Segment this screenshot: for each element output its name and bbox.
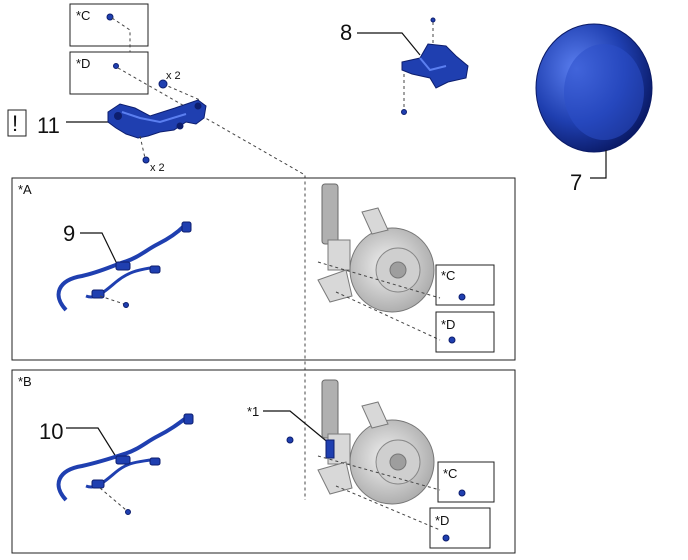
- bracket-part: [401, 43, 469, 89]
- bolt-icon: [430, 17, 436, 23]
- panel-b-frame: [11, 369, 516, 554]
- leader-line-8: [357, 32, 421, 56]
- inset-label-d-top: *D: [76, 56, 90, 71]
- nut-icon: [458, 293, 466, 301]
- panel-a-frame: [11, 177, 516, 361]
- leader-line-9: [80, 232, 119, 267]
- nut-x2-group: x 2: [142, 156, 165, 174]
- callout-9: 9: [63, 221, 75, 246]
- bolt-icon: [113, 63, 119, 69]
- tire-part: [535, 23, 653, 153]
- callout-star1: *1: [247, 404, 259, 419]
- inset-box-c-panel-a: *C: [435, 264, 495, 306]
- inset-label-c-panel-b: *C: [443, 466, 457, 481]
- panel-a-label: *A: [18, 182, 32, 197]
- inset-box-d-top: *D: [69, 51, 149, 95]
- dashed-guide: [335, 291, 441, 341]
- nut-quantity: x 2: [150, 162, 165, 174]
- clip-icon: [125, 509, 131, 515]
- knuckle-assembly-b: [317, 379, 435, 505]
- panel-b-label: *B: [18, 374, 32, 389]
- callout-11: 11: [37, 113, 60, 138]
- bolt-icon: [158, 79, 168, 89]
- inset-label-d-panel-a: *D: [441, 317, 455, 332]
- inset-box-d-panel-a: *D: [435, 311, 495, 353]
- callout-10: 10: [39, 419, 63, 444]
- callout-7: 7: [570, 170, 582, 195]
- nut-icon: [458, 489, 466, 497]
- dashed-guide: [335, 485, 441, 531]
- speed-sensor-harness-b: [56, 413, 194, 502]
- nut-icon: [142, 156, 150, 164]
- leader-line-7: [590, 150, 607, 179]
- bolt-x2-group: x 2: [158, 70, 181, 89]
- nut-icon: [106, 13, 114, 21]
- dashed-guide: [99, 295, 125, 305]
- bolt-icon: [286, 436, 294, 444]
- knuckle-assembly-a: [317, 183, 435, 313]
- leader-line-star1: [263, 410, 331, 445]
- dashed-guide: [139, 135, 146, 159]
- inset-box-d-panel-b: *D: [429, 507, 491, 549]
- bolt-icon: [442, 534, 450, 542]
- speed-sensor-harness-a: [56, 221, 192, 312]
- dashed-guide: [162, 83, 201, 101]
- bolt-icon: [448, 336, 456, 344]
- callout-8: 8: [340, 20, 352, 45]
- leader-line-10: [66, 427, 119, 461]
- clip-icon: [123, 302, 129, 308]
- bolt-quantity: x 2: [166, 70, 181, 82]
- caution-symbol: !: [12, 111, 18, 136]
- inset-label-c-top: *C: [76, 8, 90, 23]
- bolt-icon: [401, 109, 407, 115]
- dashed-guide: [117, 67, 306, 500]
- inset-label-d-panel-b: *D: [435, 513, 449, 528]
- inset-box-c-panel-b: *C: [437, 461, 495, 503]
- inset-box-c-top: *C: [69, 3, 149, 47]
- caution-mark: !: [7, 109, 27, 137]
- dashed-guide: [111, 17, 131, 52]
- inset-label-c-panel-a: *C: [441, 268, 455, 283]
- dashed-guide: [99, 487, 127, 511]
- lower-arm-part: [107, 99, 207, 139]
